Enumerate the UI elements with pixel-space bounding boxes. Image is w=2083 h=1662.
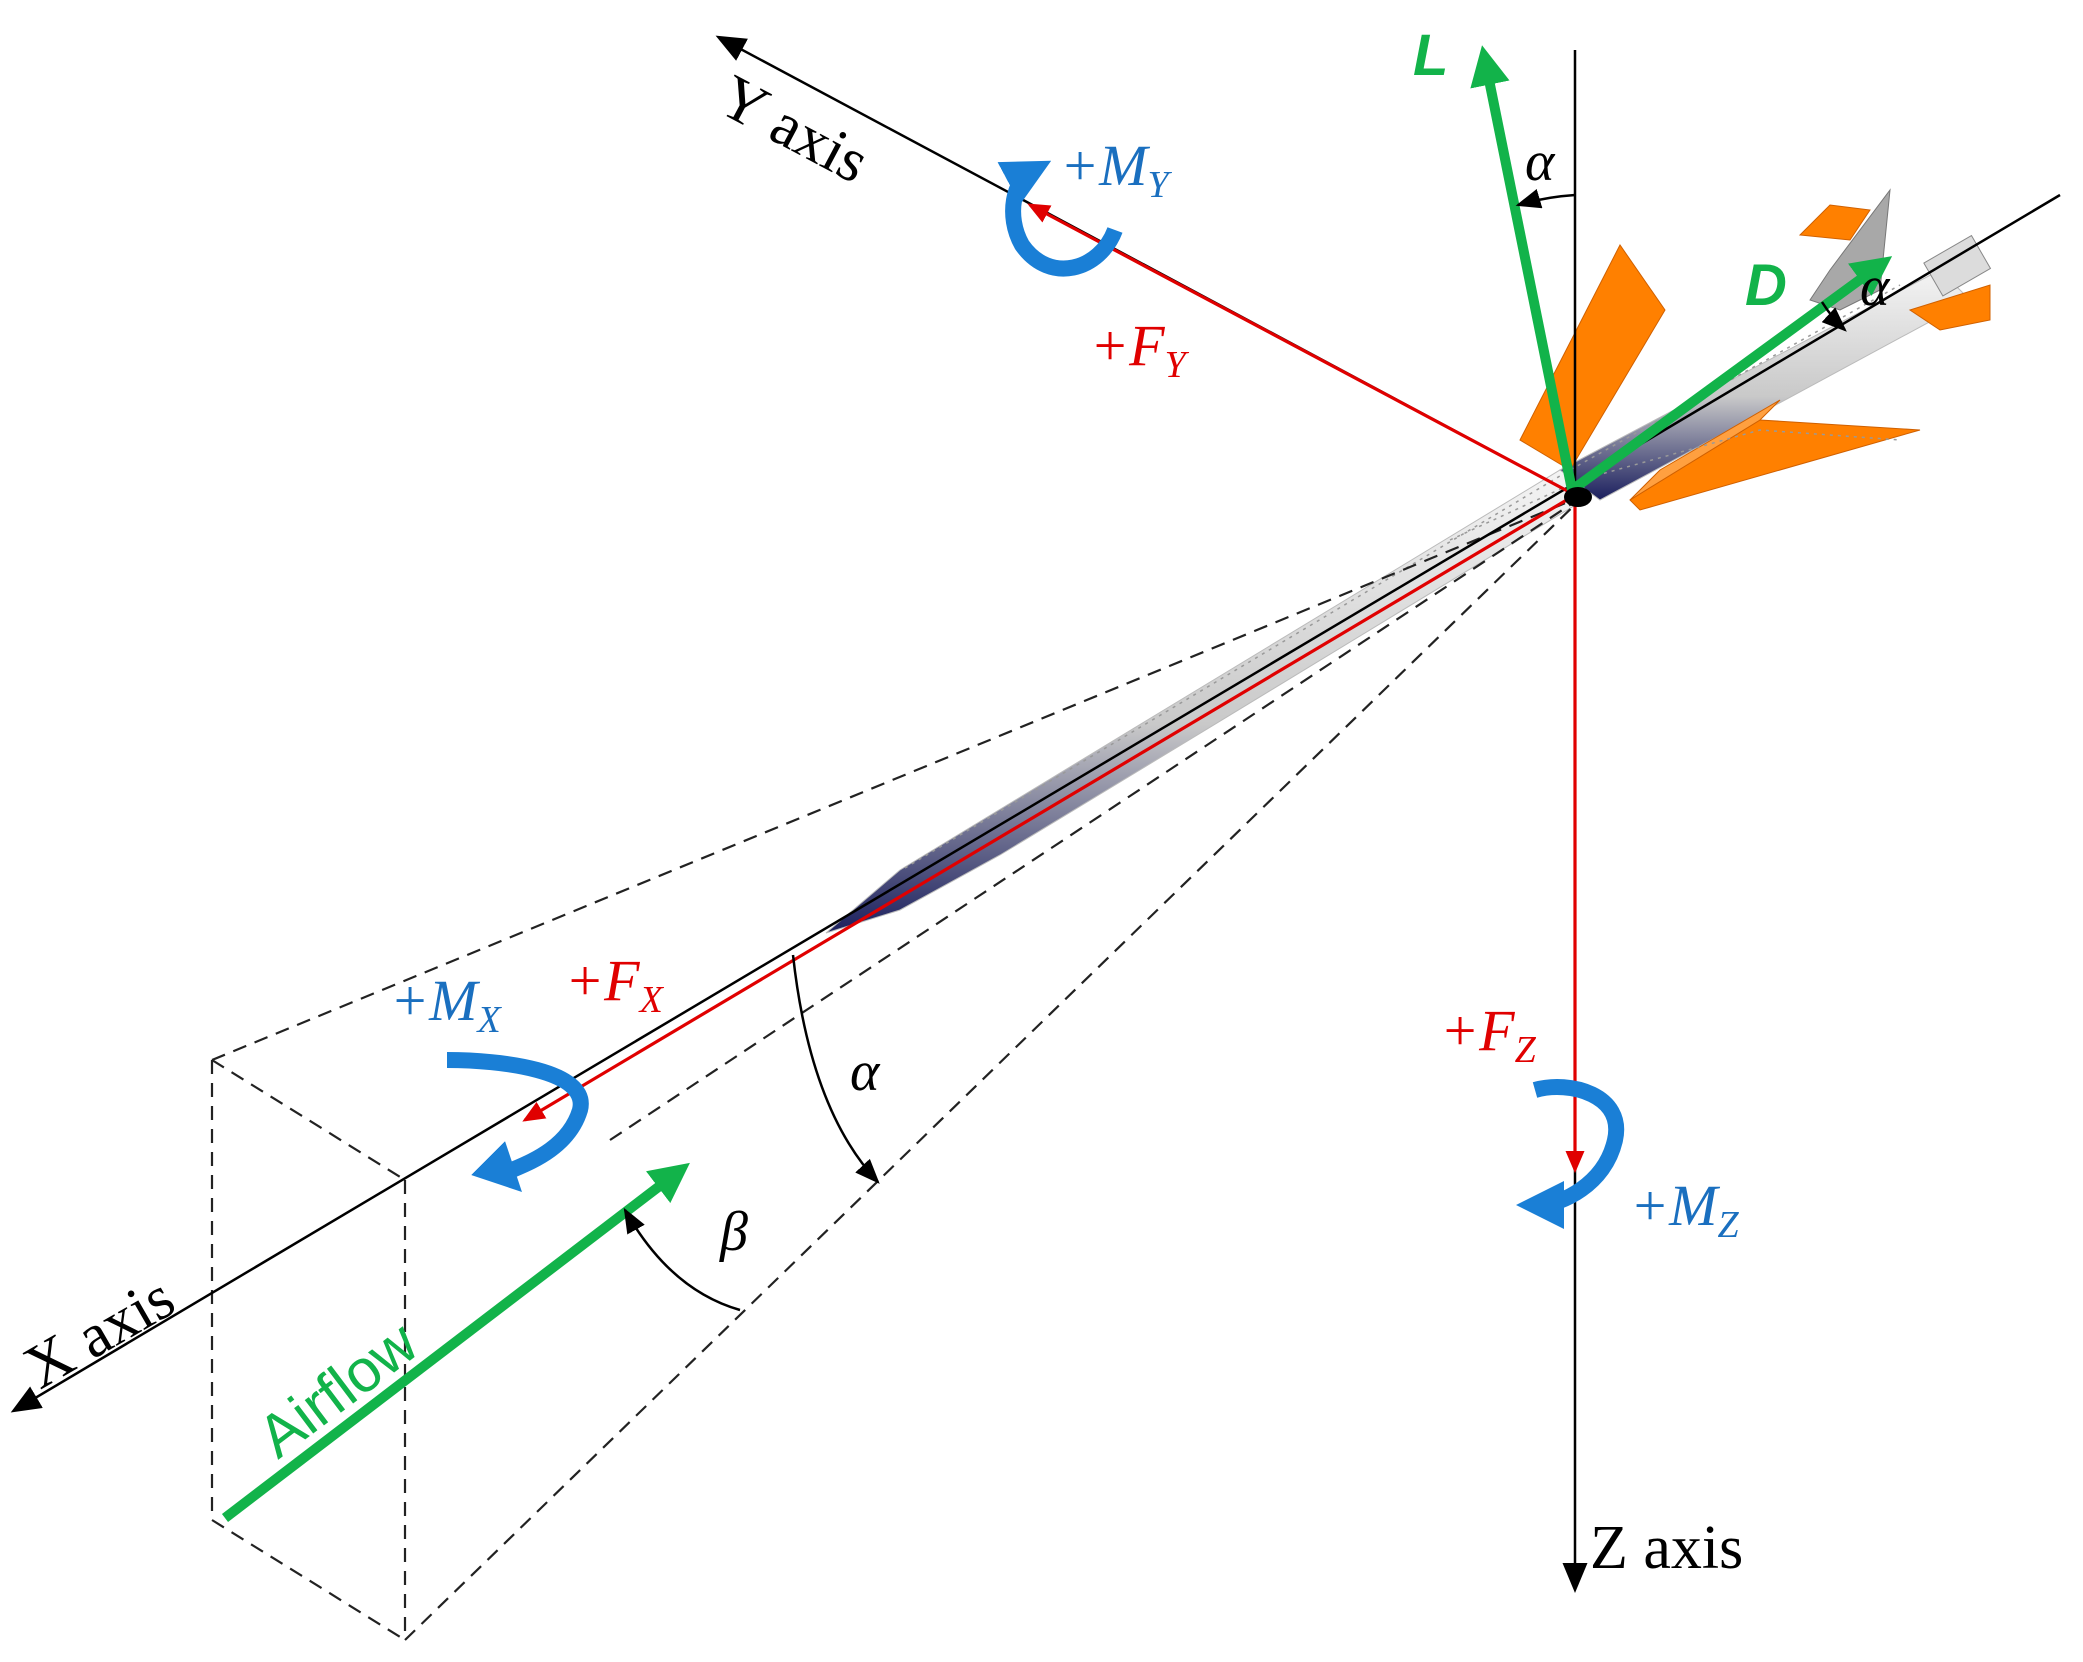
- alpha-arc-main: [791, 954, 880, 1184]
- dashed-center-projection: [609, 494, 1586, 1141]
- fz-label-sub: Z: [1515, 1029, 1537, 1071]
- mz-label: +MZ: [1630, 1173, 1739, 1246]
- moment-arrows: [446, 160, 1625, 1229]
- airflow-vector: [221, 1162, 690, 1522]
- fy-label-prefix: +F: [1090, 313, 1165, 378]
- my-label-prefix: +M: [1060, 133, 1150, 198]
- my-label-sub: Y: [1147, 164, 1172, 206]
- alpha-label-main: α: [850, 1041, 881, 1103]
- mz-label-prefix: +M: [1630, 1173, 1720, 1238]
- wing-outline-dots: [1449, 429, 1901, 541]
- fx-label-sub: X: [638, 979, 665, 1021]
- alpha-arc-lift: [1515, 189, 1576, 209]
- airflow-label: Airflow: [246, 1308, 431, 1470]
- beta-label: β: [719, 1201, 748, 1263]
- x-axis-label: X axis: [13, 1263, 186, 1402]
- tail-plane-shape: [1908, 284, 1991, 331]
- angle-arcs: [623, 189, 1847, 1312]
- rear-wing-shape: [1629, 399, 1781, 501]
- mx-moment-arrow: [446, 1052, 589, 1193]
- drag-label: D: [1745, 253, 1787, 318]
- dashed-top-edge: [211, 493, 1586, 1062]
- construction-lines: [210, 493, 1586, 1641]
- dashed-box-top: [211, 1059, 406, 1181]
- fy-label-sub: Y: [1165, 344, 1190, 386]
- my-label: +MY: [1060, 133, 1172, 206]
- alpha-arc-drag: [1820, 301, 1847, 332]
- mz-label-sub: Z: [1717, 1204, 1739, 1246]
- mz-moment-arrow: [1516, 1079, 1625, 1229]
- fx-vector: [522, 493, 1576, 1122]
- fy-label: +FY: [1090, 313, 1190, 386]
- x-axis-line: [10, 193, 2061, 1413]
- force-vectors: [522, 203, 1585, 1174]
- drag-vector: [1569, 256, 1893, 495]
- fz-label-prefix: +F: [1440, 998, 1515, 1063]
- y-axis-label: Y axis: [708, 62, 879, 196]
- horizontal-tail-shape: [1798, 204, 1871, 241]
- fx-label-prefix: +F: [565, 948, 640, 1013]
- dashed-box-bottom: [211, 1519, 406, 1641]
- alpha-label-lift: α: [1525, 131, 1556, 193]
- origin-point: [1564, 487, 1592, 507]
- fy-vector: [1027, 203, 1576, 497]
- fx-label: +FX: [565, 948, 665, 1021]
- mx-label: +MX: [390, 968, 502, 1041]
- aircraft-model: [825, 188, 1992, 934]
- body-outline-dots: [904, 284, 1901, 869]
- mx-label-prefix: +M: [390, 968, 480, 1033]
- beta-arc: [623, 1207, 741, 1312]
- dashed-lower-edge: [404, 494, 1586, 1641]
- lift-label: L: [1413, 23, 1448, 88]
- my-moment-arrow: [997, 160, 1123, 277]
- fz-label: +FZ: [1440, 998, 1537, 1071]
- aero-vectors: [221, 45, 1893, 1522]
- fuselage-shape: [825, 469, 1602, 934]
- lift-vector: [1470, 45, 1577, 491]
- engine-nozzle-shape: [1923, 234, 1992, 297]
- alpha-label-drag: α: [1860, 256, 1891, 318]
- mx-label-sub: X: [475, 999, 502, 1041]
- z-axis-label: Z axis: [1590, 1514, 1743, 1582]
